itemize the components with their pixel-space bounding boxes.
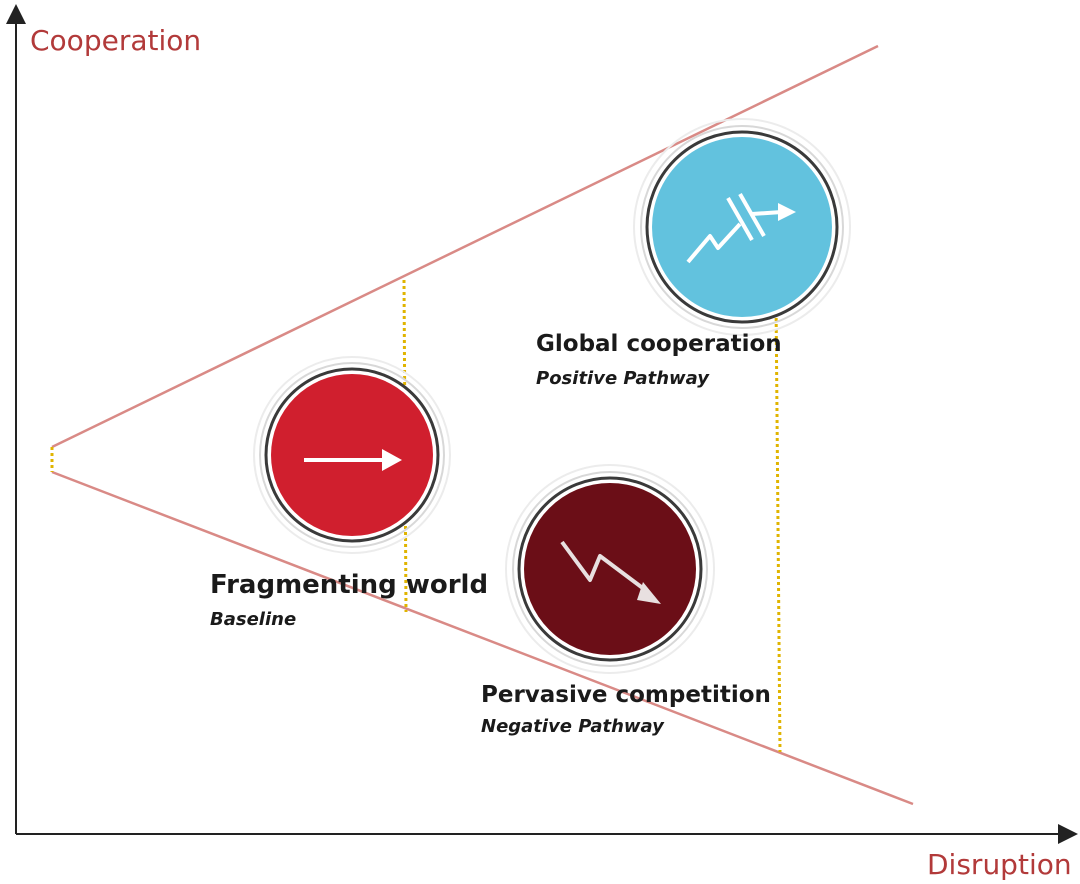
pervasive-competition-subtitle: Negative Pathway (481, 716, 664, 737)
x-axis-title: Disruption (927, 848, 1072, 881)
pervasive-competition-node (505, 464, 715, 674)
fragmenting-world-title: Fragmenting world (210, 570, 489, 600)
pervasive-competition-title: Pervasive competition (481, 682, 771, 708)
decline-arrow-icon (560, 540, 661, 604)
global-cooperation-subtitle: Positive Pathway (536, 368, 709, 389)
global-cooperation-title: Global cooperation (536, 331, 782, 357)
guide-line-baseline (402, 279, 408, 613)
y-axis-title: Cooperation (30, 24, 202, 57)
global-cooperation-node (633, 118, 851, 336)
fragmenting-world-node (253, 356, 451, 554)
arrow-right-icon (304, 449, 402, 471)
fragmenting-world-subtitle: Baseline (210, 609, 297, 630)
guide-line-pathways (774, 299, 782, 753)
cone-upper-line (51, 44, 879, 449)
cone-lower-line (51, 470, 914, 806)
breakthrough-arrow-icon (686, 193, 796, 264)
